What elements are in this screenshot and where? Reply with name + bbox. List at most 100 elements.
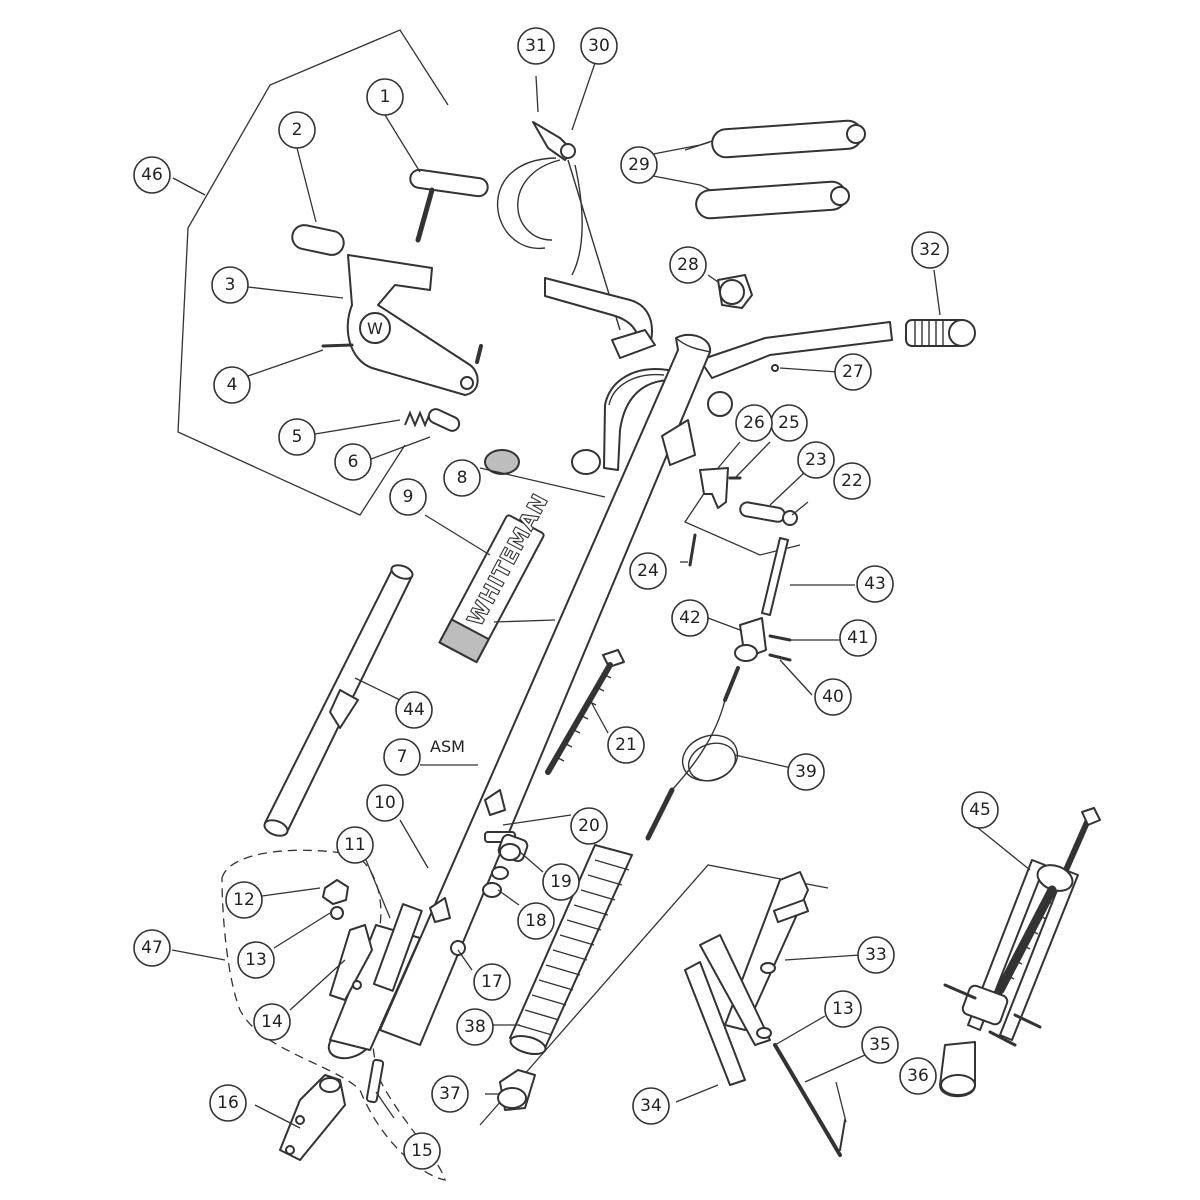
callout-6: 6 <box>334 443 372 481</box>
svg-text:20: 20 <box>578 816 600 836</box>
svg-text:16: 16 <box>217 1093 239 1113</box>
svg-text:4: 4 <box>227 375 238 395</box>
callout-4: 4 <box>213 366 251 404</box>
handle-frame <box>484 274 893 475</box>
svg-text:22: 22 <box>841 471 863 491</box>
svg-text:24: 24 <box>637 561 659 581</box>
svg-text:13: 13 <box>832 999 854 1019</box>
callout-36: 36 <box>899 1057 937 1095</box>
svg-text:33: 33 <box>865 945 887 965</box>
grips <box>695 119 866 220</box>
callout-17: 17 <box>473 963 511 1001</box>
callout-13-right: 13 <box>824 990 862 1028</box>
svg-text:6: 6 <box>348 452 359 472</box>
svg-text:23: 23 <box>805 450 827 470</box>
svg-text:18: 18 <box>525 911 547 931</box>
callout-1: 1 <box>366 78 404 116</box>
svg-text:2: 2 <box>292 120 303 140</box>
svg-text:45: 45 <box>969 800 991 820</box>
svg-text:37: 37 <box>439 1084 461 1104</box>
logo-letter: W <box>367 319 383 338</box>
long-bolt <box>545 649 625 775</box>
svg-text:38: 38 <box>464 1017 486 1037</box>
callout-22: 22 <box>833 462 871 500</box>
callout-16: 16 <box>209 1084 247 1122</box>
brand-decal-text: WHITEMAN <box>463 490 554 631</box>
callout-28: 28 <box>669 246 707 284</box>
svg-text:13: 13 <box>245 950 267 970</box>
lower-collar-hardware <box>279 879 385 1161</box>
control-cable <box>645 666 740 841</box>
throttle-control <box>496 121 621 331</box>
mount-hardware <box>450 831 529 956</box>
assembly-label: ASM <box>430 737 465 756</box>
handle-lever-assembly: W <box>291 168 489 432</box>
brand-decal: WHITEMAN <box>438 489 555 664</box>
callout-43: 43 <box>856 565 894 603</box>
svg-text:11: 11 <box>344 835 366 855</box>
callout-5: 5 <box>278 418 316 456</box>
callout-33: 33 <box>857 936 895 974</box>
svg-text:5: 5 <box>292 427 303 447</box>
callout-45: 45 <box>961 791 999 829</box>
callout-30: 30 <box>580 27 618 65</box>
callout-3: 3 <box>211 266 249 304</box>
callout-10: 10 <box>366 784 404 822</box>
callout-20: 20 <box>570 807 608 845</box>
svg-text:14: 14 <box>261 1012 283 1032</box>
callout-21: 21 <box>607 726 645 764</box>
callout-29: 29 <box>620 146 658 184</box>
callout-35: 35 <box>861 1026 899 1064</box>
callout-47: 47 <box>133 929 171 967</box>
callout-25: 25 <box>770 404 808 442</box>
compression-spring <box>497 844 633 1111</box>
puller-tool <box>939 807 1101 1098</box>
svg-text:9: 9 <box>403 487 414 507</box>
callout-15: 15 <box>403 1132 441 1170</box>
callout-41: 41 <box>839 619 877 657</box>
callout-39: 39 <box>787 753 825 791</box>
callout-14: 14 <box>253 1003 291 1041</box>
shift-fork <box>684 871 810 1086</box>
svg-text:15: 15 <box>411 1141 433 1161</box>
svg-text:47: 47 <box>141 938 163 958</box>
callout-19: 19 <box>542 863 580 901</box>
linkage-parts <box>688 364 798 662</box>
shift-rod <box>263 564 414 837</box>
group-46-outline <box>177 29 449 516</box>
callouts: 1 2 3 4 5 6 7 8 9 10 11 12 13 13 14 15 1… <box>133 27 999 1170</box>
svg-text:21: 21 <box>615 735 637 755</box>
svg-text:44: 44 <box>403 700 425 720</box>
svg-text:32: 32 <box>919 240 941 260</box>
svg-text:10: 10 <box>374 793 396 813</box>
callout-46: 46 <box>133 156 171 194</box>
callout-18: 18 <box>517 902 555 940</box>
svg-text:25: 25 <box>778 413 800 433</box>
svg-text:12: 12 <box>233 890 255 910</box>
fork-rod <box>773 1043 846 1157</box>
callout-13-left: 13 <box>237 941 275 979</box>
callout-2: 2 <box>278 111 316 149</box>
svg-text:46: 46 <box>141 165 163 185</box>
callout-42: 42 <box>671 599 709 637</box>
callout-23: 23 <box>797 441 835 479</box>
svg-text:36: 36 <box>907 1066 929 1086</box>
callout-44: 44 <box>395 691 433 729</box>
svg-text:42: 42 <box>679 608 701 628</box>
svg-text:41: 41 <box>847 628 869 648</box>
svg-text:34: 34 <box>640 1096 662 1116</box>
svg-text:39: 39 <box>795 762 817 782</box>
callout-37: 37 <box>431 1075 469 1113</box>
svg-text:35: 35 <box>869 1035 891 1055</box>
callout-38: 38 <box>456 1008 494 1046</box>
svg-text:19: 19 <box>550 872 572 892</box>
svg-text:31: 31 <box>525 36 547 56</box>
svg-text:27: 27 <box>842 362 864 382</box>
callout-7: 7 <box>383 738 421 776</box>
svg-text:30: 30 <box>588 36 610 56</box>
handle-grip-end <box>905 319 976 347</box>
svg-text:8: 8 <box>457 468 468 488</box>
callout-31: 31 <box>517 27 555 65</box>
svg-text:7: 7 <box>397 747 408 767</box>
callout-26: 26 <box>735 404 773 442</box>
